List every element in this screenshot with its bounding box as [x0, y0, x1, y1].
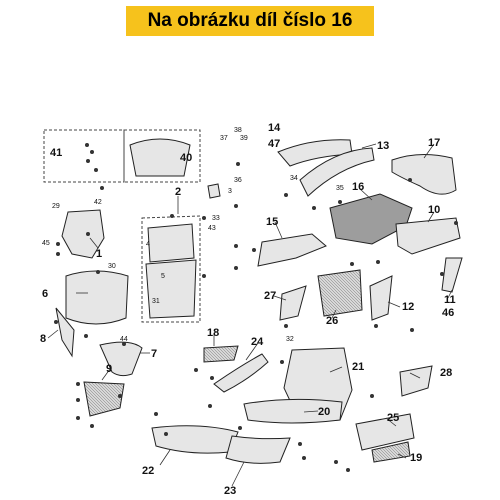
label-39: 39	[240, 135, 248, 142]
callout-22: 22	[142, 465, 154, 477]
label-42: 42	[94, 199, 102, 206]
label-5: 5	[161, 273, 165, 280]
label-29: 29	[52, 203, 60, 210]
title-banner: Na obrázku díl číslo 16	[126, 6, 374, 36]
callout-27: 27	[264, 290, 276, 302]
label-36: 36	[234, 177, 242, 184]
callout-25: 25	[387, 412, 399, 424]
label-45: 45	[42, 240, 50, 247]
label-4: 4	[146, 241, 150, 248]
label-30: 30	[108, 263, 116, 270]
part-13	[299, 147, 375, 197]
part-12	[369, 275, 393, 321]
callout-12: 12	[402, 301, 414, 313]
callout-46: 46	[442, 307, 454, 319]
callout-17: 17	[428, 137, 440, 149]
leader-lines	[47, 143, 453, 487]
callout-20: 20	[318, 406, 330, 418]
label-31: 31	[152, 298, 160, 305]
part-24	[213, 353, 269, 393]
part-9	[83, 381, 125, 417]
callout-11: 11	[444, 294, 456, 306]
callout-18: 18	[207, 327, 219, 339]
callout-1: 1	[96, 248, 102, 260]
group-box-2	[141, 215, 201, 323]
label-35: 35	[336, 185, 344, 192]
group-box-40	[123, 129, 201, 183]
part-14	[277, 139, 353, 167]
part-17	[391, 154, 457, 195]
callout-10: 10	[428, 204, 440, 216]
part-7	[99, 341, 143, 377]
callout-40: 40	[180, 152, 192, 164]
label-43: 43	[208, 225, 216, 232]
label-37: 37	[220, 135, 228, 142]
part-8	[55, 307, 75, 358]
part-6	[65, 270, 129, 325]
part-26	[317, 269, 363, 317]
title-text: Na obrázku díl číslo 16	[147, 10, 353, 31]
part-2-lower	[145, 259, 197, 319]
callout-16: 16	[352, 181, 364, 193]
part-25	[355, 413, 415, 451]
callout-28: 28	[440, 367, 452, 379]
callout-41: 41	[50, 147, 62, 159]
callout-23: 23	[224, 485, 236, 497]
part-27	[279, 285, 307, 321]
callout-2: 2	[175, 186, 181, 198]
part-11	[441, 257, 463, 293]
label-32: 32	[286, 336, 294, 343]
callout-15: 15	[266, 216, 278, 228]
callout-19: 19	[410, 452, 422, 464]
part-1	[61, 209, 105, 259]
part-19	[371, 441, 411, 463]
part-3	[207, 183, 221, 199]
label-34: 34	[290, 175, 298, 182]
callout-24: 24	[251, 336, 264, 348]
part-2-upper	[147, 223, 195, 263]
callout-7: 7	[151, 348, 157, 360]
callout-3: 3	[228, 188, 232, 195]
callout-9: 9	[106, 363, 112, 375]
callout-21: 21	[352, 361, 364, 373]
part-28	[399, 365, 433, 397]
part-22	[151, 425, 239, 454]
part-23	[225, 435, 291, 464]
part-10	[395, 217, 461, 255]
part-15	[257, 233, 327, 267]
callout-13: 13	[377, 140, 389, 152]
callout-26: 26	[326, 315, 338, 327]
callout-6: 6	[42, 288, 48, 300]
callout-8: 8	[40, 333, 46, 345]
label-44: 44	[120, 336, 128, 343]
label-38: 38	[234, 127, 242, 134]
callout-47: 47	[268, 138, 280, 150]
fasteners	[54, 143, 458, 472]
callout-14: 14	[268, 122, 281, 134]
part-18	[203, 345, 239, 363]
part-20	[243, 398, 343, 424]
part-windscreen-40	[129, 138, 191, 177]
label-33: 33	[212, 215, 220, 222]
